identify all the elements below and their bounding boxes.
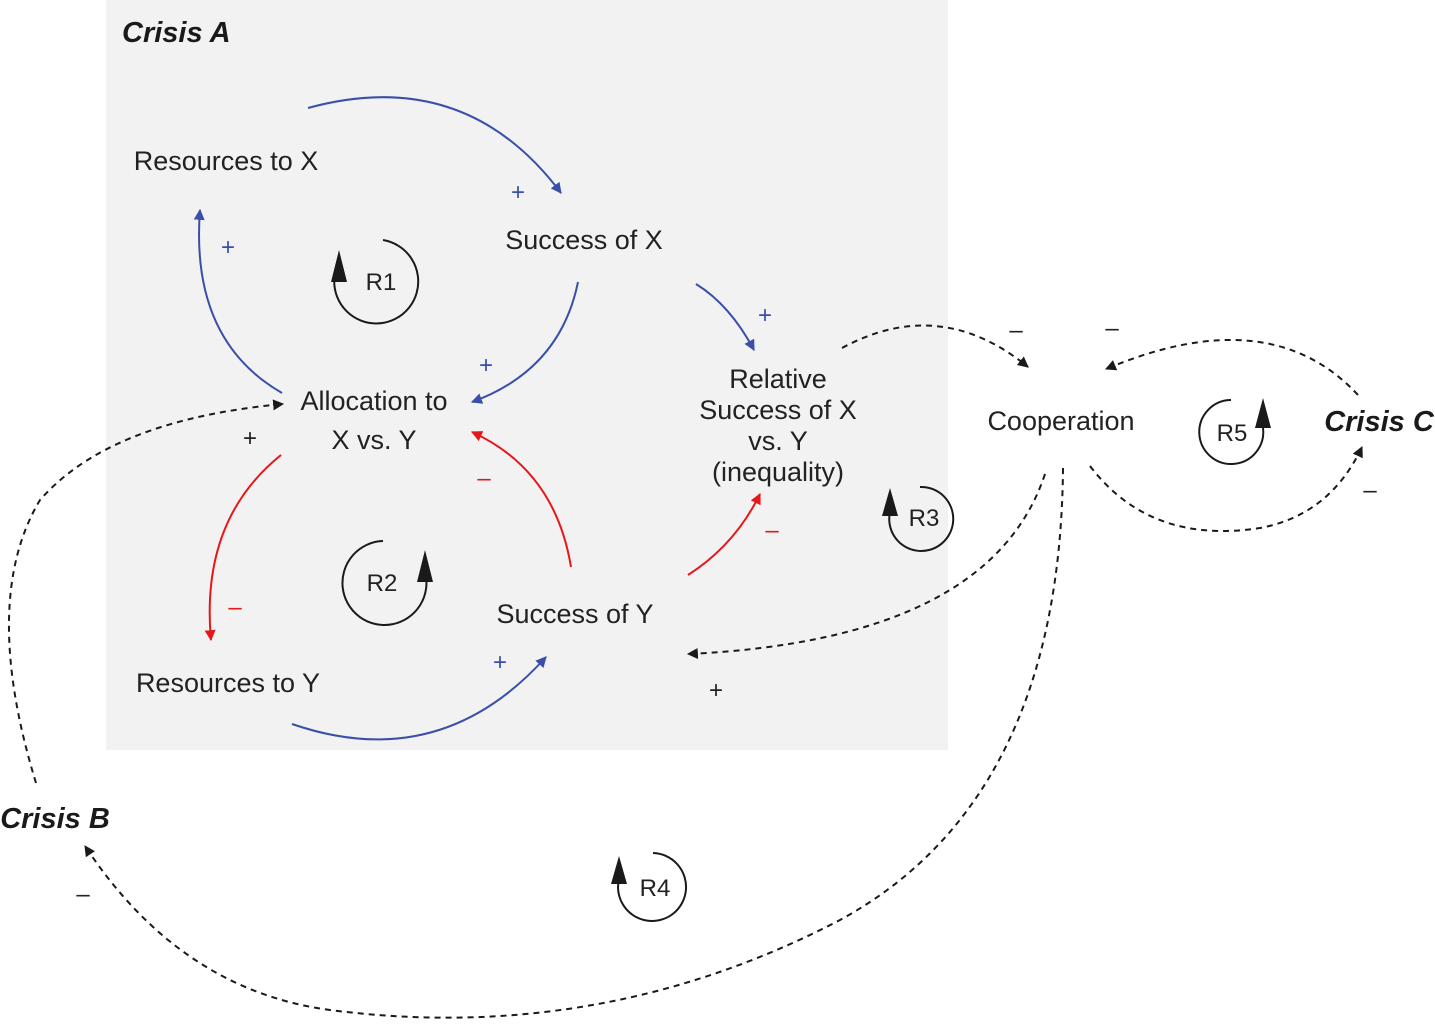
link-cooperation-to-success-y: [686, 473, 1046, 660]
node-crisis-c: Crisis C: [1324, 406, 1435, 438]
node-relative-success-line-2: Success of X: [699, 395, 857, 425]
link-relative-success-to-cooperation: [841, 324, 1029, 368]
loop-r5-label: R5: [1217, 420, 1248, 447]
sign-resources-x-success-x: +: [511, 179, 525, 206]
loop-r1: R1: [331, 239, 420, 325]
sign-crisis-c-cooperation: –: [1105, 315, 1119, 342]
node-success-of-y: Success of Y: [496, 599, 653, 629]
node-relative-success-line-4: (inequality): [712, 457, 844, 487]
negative-links: [204, 431, 761, 642]
link-crisis-b-to-allocation: [8, 399, 285, 784]
loop-r4: R4: [611, 852, 688, 922]
node-allocation-line-2: X vs. Y: [331, 425, 416, 455]
sign-allocation-resources-x: +: [221, 234, 235, 261]
node-allocation-line-1: Allocation to: [300, 386, 447, 416]
sign-crisis-b-allocation: +: [243, 425, 257, 452]
link-cooperation-to-crisis-b: [84, 467, 1064, 1019]
sign-cooperation-crisis-c: –: [1363, 477, 1377, 504]
link-allocation-to-resources-x: [193, 208, 283, 394]
link-cooperation-to-crisis-c: [1089, 446, 1363, 532]
link-allocation-to-resources-y: [204, 454, 282, 642]
link-success-y-to-allocation: [471, 431, 572, 568]
sign-allocation-resources-y: –: [228, 594, 242, 621]
loop-r2: R2: [341, 540, 433, 626]
sign-cooperation-crisis-b: –: [76, 881, 90, 908]
crisis-a-panel: [106, 0, 948, 750]
loop-r2-label: R2: [367, 570, 398, 597]
sign-success-y-allocation: –: [477, 465, 491, 492]
link-crisis-c-to-cooperation: [1104, 339, 1359, 396]
loop-r3: R3: [882, 485, 955, 552]
sign-success-x-relative: +: [758, 302, 772, 329]
link-resources-y-to-success-y: [291, 656, 547, 741]
sign-relative-cooperation: –: [1009, 317, 1023, 344]
node-cooperation: Cooperation: [987, 406, 1134, 436]
link-success-x-to-relative-success: [695, 283, 755, 351]
loop-r5: R5: [1198, 398, 1271, 465]
node-resources-to-y: Resources to Y: [136, 668, 320, 698]
loop-r4-label: R4: [640, 875, 671, 902]
node-relative-success-line-3: vs. Y: [748, 426, 808, 456]
sign-success-y-relative: –: [765, 517, 779, 544]
node-success-of-x: Success of X: [505, 225, 663, 255]
link-success-x-to-allocation: [470, 281, 579, 404]
link-success-y-to-relative-success: [687, 493, 761, 576]
sign-success-x-allocation: +: [479, 352, 493, 379]
loop-r1-label: R1: [366, 269, 397, 296]
loop-r3-label: R3: [909, 505, 940, 532]
sign-resources-y-success-y: +: [493, 649, 507, 676]
sign-cooperation-success-y: +: [709, 677, 723, 704]
crisis-a-title: Crisis A: [122, 17, 231, 49]
node-resources-to-x: Resources to X: [134, 146, 319, 176]
node-relative-success-line-1: Relative: [729, 364, 827, 394]
positive-links: [193, 96, 755, 741]
node-crisis-b: Crisis B: [0, 803, 110, 835]
crisis-links: [8, 324, 1363, 1019]
link-resources-x-to-success-x: [307, 96, 562, 194]
